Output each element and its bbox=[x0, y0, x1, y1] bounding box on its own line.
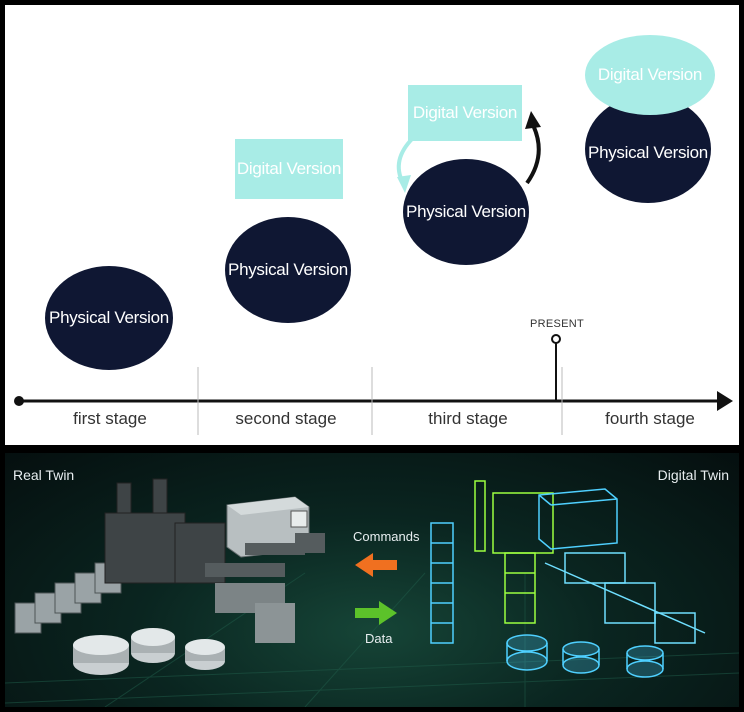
data-arrow bbox=[355, 601, 397, 625]
stage-label-fourth: fourth stage bbox=[605, 409, 695, 428]
real-machinery bbox=[205, 533, 325, 643]
digital-version-stage3: Digital Version bbox=[408, 85, 522, 141]
commands-arrow bbox=[355, 553, 397, 577]
digital-plant-illustration bbox=[430, 480, 706, 678]
digital-tanks bbox=[506, 634, 664, 678]
stage-label-third: third stage bbox=[428, 409, 508, 428]
data-label: Data bbox=[365, 631, 393, 646]
digital-twin-title: Digital Twin bbox=[657, 467, 729, 483]
timeline-axis-arrowhead bbox=[717, 391, 733, 411]
digital-stacks bbox=[474, 480, 554, 624]
physical-version-stage2: Physical Version bbox=[225, 217, 351, 323]
stage-label-second: second stage bbox=[235, 409, 337, 428]
physical-version-stage4-label: Physical Version bbox=[588, 143, 708, 162]
twin-illustration bbox=[5, 478, 739, 707]
digital-version-stage4: Digital Version bbox=[585, 35, 715, 115]
present-label: PRESENT bbox=[529, 318, 585, 330]
timeline-start-dot bbox=[14, 396, 24, 406]
real-twin-title: Real Twin bbox=[13, 467, 75, 483]
digital-turbine-hall bbox=[538, 488, 618, 550]
stage-label-first: first stage bbox=[73, 409, 147, 428]
physical-to-digital-arrow bbox=[525, 124, 541, 185]
digital-version-stage2: Digital Version bbox=[235, 139, 343, 199]
real-turbine-hall bbox=[226, 496, 310, 558]
timeline-panel: Physical Version Digital Version Physica… bbox=[5, 5, 739, 445]
physical-version-stage3: Physical Version bbox=[403, 159, 529, 265]
present-marker-dot bbox=[551, 334, 561, 344]
timeline-lines bbox=[14, 111, 733, 435]
digital-to-physical-arrowhead bbox=[397, 175, 411, 193]
twin-panel: Real Twin Digital Twin Commands Data bbox=[5, 453, 739, 707]
digital-cooling-column bbox=[430, 522, 454, 644]
digital-machinery bbox=[544, 552, 706, 644]
physical-to-digital-arrowhead bbox=[525, 111, 541, 129]
commands-label: Commands bbox=[353, 529, 420, 544]
real-stacks bbox=[104, 478, 226, 584]
real-tanks bbox=[73, 628, 225, 675]
real-plant-illustration bbox=[14, 478, 325, 675]
physical-version-stage1: Physical Version bbox=[45, 266, 173, 370]
